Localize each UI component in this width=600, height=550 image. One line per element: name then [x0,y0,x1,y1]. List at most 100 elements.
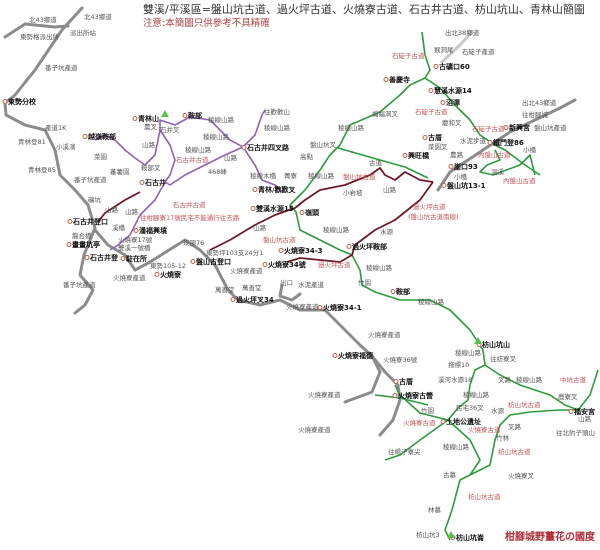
circle-marker-icon [262,262,268,267]
place-label: 468峰 [208,167,227,176]
place-label: 古墓 [443,470,457,479]
place-label: 產道1K [45,123,67,132]
fangshankeng-trail-east [469,409,578,476]
landmark-label: 古厝 [428,133,442,142]
landmark-label: 沼澤 [446,98,460,107]
circle-marker-icon [82,134,88,139]
place-label: 雙溪一號橋 [118,243,151,252]
place-label: 東勢坪103支24分1 [206,248,263,257]
place-label: 小橋 [454,172,468,181]
place-label: 往枋寮叉 [490,354,517,363]
green-trails [289,31,599,541]
map-note: 注意:本簡圖只供參考不具精確 [143,17,270,29]
place-label: 龍合橋 [72,231,92,240]
place-label: 崁頂76 [183,239,204,247]
landmark-label: 土地公遺址 [446,417,481,426]
landmark-label: 過火坪叉34 [235,295,274,304]
place-label: 農路 [450,150,464,159]
place-label: 東勢格派出所 [20,32,60,41]
place-label: 青林登85 [28,165,56,174]
trail-name-label: 枋山坑古道 [468,492,501,501]
place-label: 稜線山路 [463,390,490,399]
place-label: 萬善堂 [215,285,235,294]
circle-marker-icon [66,242,72,247]
place-label: 稜線山路 [443,442,470,451]
circle-marker-icon [503,125,509,130]
place-label: 拖標10 [448,360,469,369]
circle-marker-icon [139,180,145,185]
place-label: 火燒寮17號 [118,235,153,244]
landmark-label: 石古井登 [89,253,119,262]
circle-marker-icon [440,419,446,424]
place-label: 溪河水源18 [438,375,472,384]
trail-name-label: 石碇子古道 [415,107,448,116]
circle-marker-icon [190,259,196,264]
landmark-label: 石古井四叉路 [246,143,290,152]
circle-marker-icon [487,140,493,145]
circle-marker-icon [67,219,73,224]
circle-marker-icon [299,210,305,215]
place-label: 水源 [380,227,394,236]
shiguqing-trail-4 [242,146,283,193]
place-label: 番子坑產道 [63,280,96,289]
roads [3,6,577,437]
place-label: 稜線山路 [264,123,291,132]
place-label: 稜線山路 [185,145,212,154]
place-label: 菜園 [94,152,107,161]
circle-marker-icon [252,187,258,192]
place-label: 鞍部叉 [141,163,161,172]
shiguqing-trail-3 [159,129,176,183]
road-north-43 [3,22,70,39]
ridge-trail-south [394,364,486,421]
circle-marker-icon [2,99,8,104]
place-label: 火燒寮產道 [298,425,331,434]
circle-marker-icon [402,153,408,158]
peak-triangle-icon [161,110,169,117]
yangziliao-trail [384,419,449,461]
landmark-label: 鞍部 [188,111,202,120]
place-label: 往柑腳城 [522,110,549,119]
circle-marker-icon [390,289,396,294]
road-panshankeng [436,98,577,192]
place-label: 番子坑產道 [74,175,107,184]
place-label: 火燒寮產道 [113,273,146,282]
landmark-label: 鞍部 [396,287,410,296]
place-label: 溫溪 [491,167,505,176]
place-label: 火燒寮產道 [230,266,263,275]
trail-name-label: 枋山坑古道 [498,447,531,456]
place-label: 菜園叉 [428,142,448,151]
landmark-label: 青林山 [138,114,159,123]
place-label: 東勢105-12 [150,261,186,270]
trail-name-label: 石碇子古道 [472,124,505,133]
trail-name-label: 盤山坑古道 [343,172,376,181]
place-label: 稜線山路 [366,263,393,272]
place-label: 火燒寮叉 [508,471,535,480]
landmark-label: 嶺頭 [305,208,320,217]
place-label: 稜線山路 [455,348,482,357]
place-label: 石碇子產道 [462,47,495,56]
place-label: 叉路 [508,422,522,431]
place-label: 水泥步道 [460,136,487,145]
trail-name-label: (盤山坑古道南線) [408,212,459,221]
landmark-label: 越嶺鞍部 [87,132,116,141]
trail-name-label: 內盤山古道 [478,150,511,159]
place-label: 林墓 [428,505,442,514]
trail-name-label: 石古井古道 [173,200,206,209]
place-label: 水泥產道 [298,280,325,289]
place-label: 稜線木橋 [250,171,277,180]
landmark-label: 青林/歡歡叉 [258,185,297,194]
circle-marker-icon [154,272,160,277]
place-label: 萬善堂 [242,283,262,292]
circle-marker-icon [132,116,138,121]
trail-name-label: 過火坪古道 [413,202,446,211]
trail-name-label: 盤山坑古道 [263,235,296,244]
ridge-trail-main [289,77,599,411]
place-label: 竹園 [421,406,434,415]
place-label: 猴洞尾 [434,45,454,54]
landmark-label: 駐在所 [126,254,147,263]
panshankeng-trail [209,167,434,251]
landmark-label: 興旺橋 [408,151,430,160]
landmark-label: 福安宮 [573,407,595,416]
